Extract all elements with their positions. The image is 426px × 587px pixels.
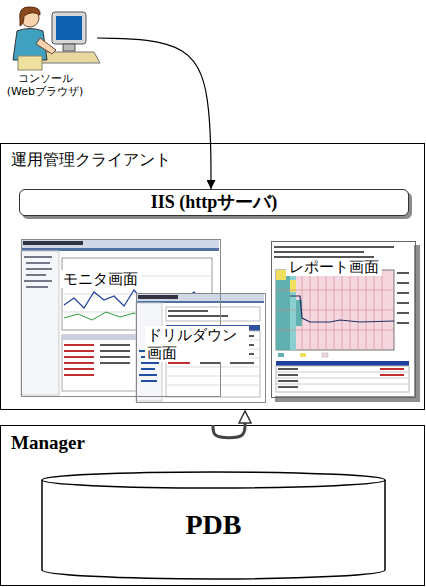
report-screenshot xyxy=(276,290,394,291)
http-server-box: IIS (httpサーバ) xyxy=(19,189,409,216)
monitor-screenshot xyxy=(100,350,130,352)
console-icon xyxy=(56,16,82,40)
database-cylinder: PDB xyxy=(41,471,386,579)
report-screenshot xyxy=(274,251,364,253)
report-screen: レポート画面 xyxy=(271,241,416,398)
monitor-screenshot xyxy=(26,268,52,270)
monitor-screenshot xyxy=(64,368,94,370)
drilldown-screenshot xyxy=(166,385,260,386)
drilldown-screenshot xyxy=(141,368,155,370)
report-screenshot xyxy=(397,282,409,284)
report-screenshot xyxy=(276,384,409,385)
drilldown-screen: ドリルダウン 画面 xyxy=(136,293,266,403)
report-screenshot xyxy=(276,330,394,331)
group-title: Manager xyxy=(11,432,85,455)
monitor-screenshot xyxy=(64,356,94,358)
connectors xyxy=(97,38,245,438)
console-icon xyxy=(36,38,56,54)
drilldown-screenshot xyxy=(141,380,157,382)
report-screenshot xyxy=(276,270,286,280)
monitor-screenshot xyxy=(64,362,94,364)
group-title: 運用管理クライアント xyxy=(11,150,171,169)
report-screenshot xyxy=(380,374,404,376)
console-icon xyxy=(13,7,100,70)
report-screenshot xyxy=(276,366,409,392)
report-screenshot xyxy=(300,353,306,357)
monitor-screenshot xyxy=(64,350,94,352)
monitor-screenshot xyxy=(21,251,59,395)
monitor-screenshot xyxy=(23,241,83,245)
server-label: IIS (httpサーバ) xyxy=(20,190,408,215)
report-screenshot xyxy=(271,241,414,396)
report-screenshot xyxy=(278,386,298,388)
report-screenshot xyxy=(276,361,409,366)
console-icon xyxy=(63,44,75,51)
console-label: コンソール (Webブラウザ) xyxy=(5,72,85,98)
screen-label: ドリルダウン 画面 xyxy=(145,326,249,362)
connector-arrow xyxy=(213,423,245,438)
monitor-screenshot xyxy=(21,239,219,248)
monitor-screenshot xyxy=(64,344,94,346)
monitor-screenshot xyxy=(100,356,130,358)
drilldown-screenshot xyxy=(166,367,260,368)
drilldown-screenshot xyxy=(136,293,264,401)
screen-label: レポート画面 xyxy=(286,258,382,276)
report-screenshot xyxy=(278,374,298,376)
drilldown-screenshot xyxy=(166,307,260,321)
report-screenshot xyxy=(276,372,409,373)
report-screenshot xyxy=(397,292,409,294)
report-screenshot xyxy=(397,322,409,324)
report-screenshot xyxy=(278,380,298,382)
screen-label: モニタ画面 xyxy=(60,270,141,288)
monitor-screenshot xyxy=(100,362,130,364)
drilldown-screenshot xyxy=(141,362,159,364)
monitor-screen: モニタ画面 xyxy=(21,239,221,397)
drilldown-screenshot xyxy=(139,374,157,376)
console-icon xyxy=(52,12,86,44)
drilldown-screenshot xyxy=(168,315,228,317)
drilldown-screenshot xyxy=(136,293,264,401)
monitor-screenshot xyxy=(26,262,50,264)
monitor-screenshot xyxy=(26,286,48,288)
drilldown-screenshot xyxy=(136,293,264,301)
report-screenshot xyxy=(276,378,409,379)
monitor-screenshot xyxy=(26,274,46,276)
report-screenshot xyxy=(322,353,328,357)
console-node: コンソール (Webブラウザ) xyxy=(5,0,97,100)
report-screenshot xyxy=(276,270,394,350)
console-icon xyxy=(18,56,42,70)
drilldown-screenshot xyxy=(166,376,260,377)
report-screenshot xyxy=(278,368,298,370)
report-screenshot xyxy=(397,312,409,314)
report-screenshot xyxy=(397,302,409,304)
monitor-screenshot xyxy=(24,256,52,258)
drilldown-screenshot xyxy=(230,362,254,364)
connector-arrow xyxy=(97,38,211,189)
drilldown-screenshot xyxy=(168,362,190,364)
console-icon xyxy=(20,7,40,26)
report-screenshot xyxy=(271,241,420,402)
report-screenshot xyxy=(397,272,409,274)
report-screenshot xyxy=(380,368,404,370)
client-box: IIS (httpサーバ) モニタ画面ドリルダウン 画面 レポート画面 運用管理クライ… xyxy=(0,143,425,410)
database-label: PDB xyxy=(41,471,386,579)
monitor-screenshot xyxy=(24,280,52,282)
manager-box: PDB Manager xyxy=(0,425,425,586)
drilldown-screenshot xyxy=(200,362,220,364)
cylinder-top xyxy=(42,472,385,488)
drilldown-screenshot xyxy=(168,310,208,312)
drilldown-screenshot xyxy=(138,295,178,299)
report-screenshot xyxy=(274,246,394,248)
report-screenshot xyxy=(290,296,394,322)
report-screenshot xyxy=(276,310,394,311)
report-screenshot xyxy=(278,353,284,357)
monitor-screenshot xyxy=(64,374,94,376)
monitor-screenshot xyxy=(100,344,130,346)
